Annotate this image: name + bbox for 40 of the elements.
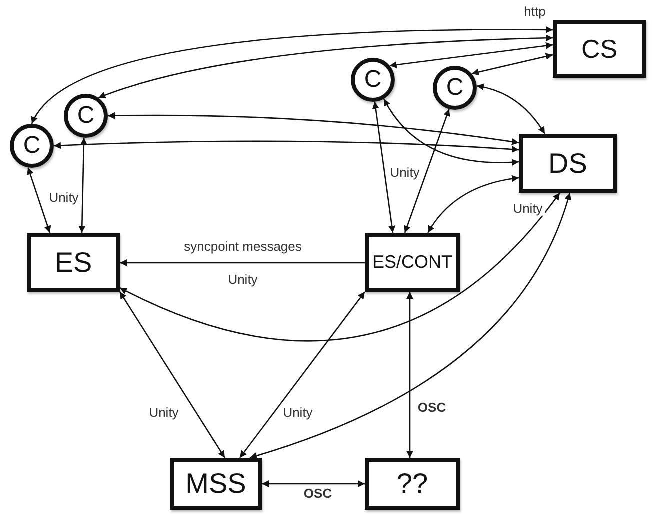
arrow [27, 167, 52, 234]
arrow [406, 292, 414, 458]
server-box: DS [519, 134, 617, 193]
client-circle: C [433, 66, 477, 110]
edge-label: http [522, 4, 548, 20]
edge-label: Unity [511, 202, 545, 216]
arrow [250, 192, 572, 460]
edge-label: Unity [281, 406, 315, 420]
arrow [383, 98, 520, 166]
arrow [262, 480, 365, 488]
edge-label: Unity [47, 190, 81, 206]
arrow [108, 112, 520, 146]
arrow [54, 140, 520, 154]
arrow [119, 292, 226, 458]
server-box: ES [27, 233, 120, 292]
edge-label: OSC [416, 400, 448, 416]
edge-label: Unity [388, 166, 422, 180]
server-box: CS [553, 20, 646, 78]
edge-label: syncpoint messages [182, 240, 304, 254]
arrow [31, 26, 553, 124]
arrow [390, 42, 554, 68]
edge-label: OSC [302, 486, 334, 502]
arrow [120, 192, 561, 342]
client-circle: C [64, 94, 108, 138]
arrow [98, 34, 554, 99]
arrow [472, 53, 554, 76]
arrow [239, 292, 366, 458]
arrow [78, 138, 88, 234]
server-box: ES/CONT [365, 233, 460, 292]
arrow [476, 84, 546, 134]
protocol-label: Unity [226, 272, 260, 288]
client-circle: C [10, 124, 54, 168]
edge-label: Unity [147, 406, 181, 420]
arrow [427, 176, 520, 234]
server-box: ?? [365, 458, 460, 510]
arrow [404, 109, 450, 234]
server-box: MSS [170, 458, 262, 510]
arrow [372, 102, 396, 234]
client-circle: C [351, 58, 395, 102]
arrow [120, 260, 365, 266]
